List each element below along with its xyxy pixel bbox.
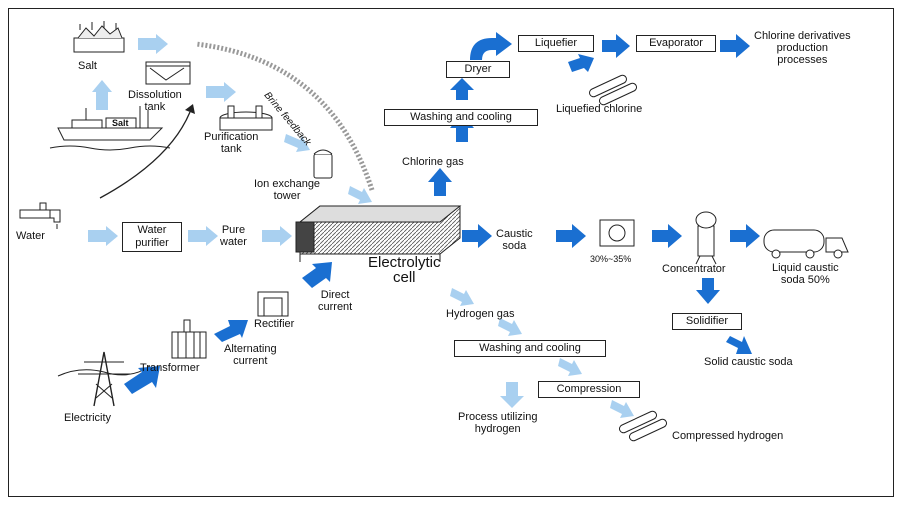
arrow-washing-dryer: [450, 78, 474, 100]
arrow-washing-compression: [558, 358, 582, 376]
label-solid-caustic-soda: Solid caustic soda: [704, 356, 793, 368]
label-electricity: Electricity: [64, 412, 112, 424]
electricity-pylon-icon: [57, 351, 151, 407]
label-purification-tank: Purification tank: [204, 131, 259, 155]
arrow-electricity-transformer: [124, 366, 160, 394]
tanker-truck-icon: [763, 229, 849, 259]
box-water-purifier: Water purifier: [122, 222, 182, 252]
water-to-dissolution-curve: [99, 111, 191, 199]
compressed-hydrogen-cylinder-icon: [618, 410, 668, 442]
rectifier-icon: [257, 291, 289, 317]
arrow-purewater-cell: [262, 226, 292, 246]
arrow-solidifier-solid: [726, 336, 752, 354]
arrow-purification-ion: [284, 134, 310, 152]
dissolution-tank-icon: [145, 61, 191, 85]
concentrator-icon: [695, 211, 717, 265]
arrow-concentrator-solidifier: [696, 278, 720, 304]
label-concentration-range: 30%~35%: [590, 254, 632, 264]
arrow-evaporator-derivatives: [720, 34, 750, 58]
label-ship-salt: Salt: [112, 118, 129, 128]
electrolytic-cell-icon: [295, 205, 462, 262]
label-concentrator: Concentrator: [662, 263, 726, 275]
label-hydrogen-gas: Hydrogen gas: [446, 308, 515, 320]
label-caustic-soda: Caustic soda: [496, 228, 533, 252]
label-dissolution-tank: Dissolution tank: [128, 89, 182, 113]
arrow-cell-chlorine: [428, 168, 452, 196]
arrow-hydrogen-washing: [498, 318, 522, 336]
salt-pile-icon: [73, 21, 125, 53]
water-to-dissolution-arrowhead: [185, 104, 195, 114]
arrow-cell-caustic: [462, 224, 492, 248]
arrow-tank-concentrator: [652, 224, 682, 248]
label-chlorine-derivatives: Chlorine derivatives production processe…: [754, 30, 851, 66]
arrow-washing-process: [500, 382, 524, 408]
label-direct-current: Direct current: [318, 289, 353, 313]
transformer-icon: [171, 319, 207, 359]
label-water: Water: [16, 230, 45, 242]
label-pure-water: Pure water: [220, 224, 247, 248]
label-alternating-current: Alternating current: [224, 343, 277, 367]
box-evaporator: Evaporator: [636, 35, 716, 52]
arrow-cell-hydrogen: [450, 288, 474, 306]
cargo-ship-icon: [49, 106, 171, 151]
arrow-liquefier-evaporator: [602, 34, 630, 58]
caustic-soda-tank-icon: [599, 219, 635, 247]
label-chlorine-gas: Chlorine gas: [402, 156, 464, 168]
label-compressed-hydrogen: Compressed hydrogen: [672, 430, 784, 442]
label-rectifier: Rectifier: [254, 318, 295, 330]
box-liquefier: Liquefier: [518, 35, 594, 52]
label-process-utilizing-hydrogen: Process utilizing hydrogen: [458, 411, 538, 435]
arrow-concentrator-truck: [730, 224, 760, 248]
label-transformer: Transformer: [140, 362, 200, 374]
box-dryer: Dryer: [446, 61, 510, 78]
box-compression: Compression: [538, 381, 640, 398]
arrow-dryer-liquefier: [470, 32, 512, 60]
light-arrows: [88, 34, 634, 418]
arrow-rectifier-cell: [302, 262, 332, 288]
arrow-water-purifier: [88, 226, 118, 246]
arrow-salt-dissolution: [138, 34, 168, 54]
liquefied-chlorine-cylinder-icon: [588, 74, 638, 106]
purification-tank-icon: [219, 105, 273, 131]
arrow-ion-cell: [348, 186, 372, 204]
label-salt: Salt: [78, 60, 97, 72]
diagram-frame: [8, 8, 894, 497]
box-washing-cooling-hydrogen: Washing and cooling: [454, 340, 606, 357]
box-solidifier: Solidifier: [672, 313, 742, 330]
box-washing-cooling-chlorine: Washing and cooling: [384, 109, 538, 126]
arrow-purifier-purewater: [188, 226, 218, 246]
label-liquefied-chlorine: Liquefied chlorine: [556, 103, 643, 115]
arrow-compression-cylinders: [610, 400, 634, 418]
label-liquid-caustic-soda: Liquid caustic soda 50%: [772, 262, 839, 286]
brine-feedback-curve: [195, 41, 375, 191]
arrow-ship-dissolution: [92, 80, 112, 110]
arrow-dissolution-purification: [206, 82, 236, 102]
label-electrolytic-cell: Electrolytic cell: [368, 254, 441, 286]
label-ion-exchange-tower: Ion exchange tower: [254, 178, 321, 202]
ion-exchange-tower-icon: [313, 149, 333, 179]
arrow-transformer-rectifier: [214, 320, 248, 342]
water-tap-icon: [19, 202, 61, 229]
arrow-liquefier-cylinders: [568, 54, 594, 72]
arrow-caustic-tank: [556, 224, 586, 248]
